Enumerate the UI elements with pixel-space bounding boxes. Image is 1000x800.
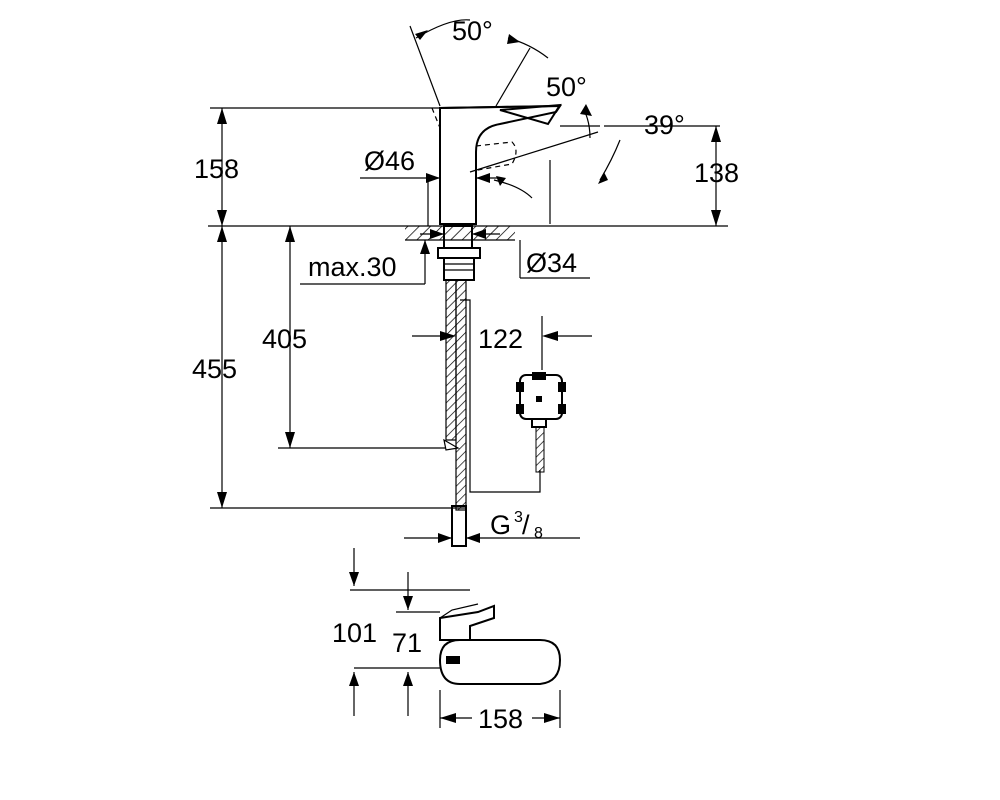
plan-height-71-label: 71 bbox=[392, 628, 422, 658]
angle-spout-top-label: 50° bbox=[452, 16, 493, 46]
hose-length-455-label: 455 bbox=[192, 354, 237, 384]
thread-numerator-label: 3 bbox=[514, 509, 523, 526]
thread-slash: / bbox=[522, 510, 530, 540]
tap-front-view bbox=[208, 19, 728, 547]
height-outlet-label: 138 bbox=[694, 158, 739, 188]
max-thickness-label: max.30 bbox=[308, 252, 397, 282]
thread-denominator-label: 8 bbox=[534, 525, 543, 542]
height-total-spout-label: 158 bbox=[194, 154, 239, 184]
angle-lever-label: 39° bbox=[644, 110, 685, 140]
thread-g-label: G bbox=[490, 510, 511, 540]
plan-height-101-label: 101 bbox=[332, 618, 377, 648]
plan-projection-label: 158 bbox=[478, 704, 523, 734]
angle-spout-side-label: 50° bbox=[546, 72, 587, 102]
diameter-body-label: Ø46 bbox=[364, 146, 415, 176]
tap-plan-view bbox=[349, 548, 562, 728]
diameter-hole-label: Ø34 bbox=[526, 248, 577, 278]
hose-length-405-label: 405 bbox=[262, 324, 307, 354]
box-offset-label: 122 bbox=[478, 324, 523, 354]
dimension-lines bbox=[210, 107, 721, 543]
